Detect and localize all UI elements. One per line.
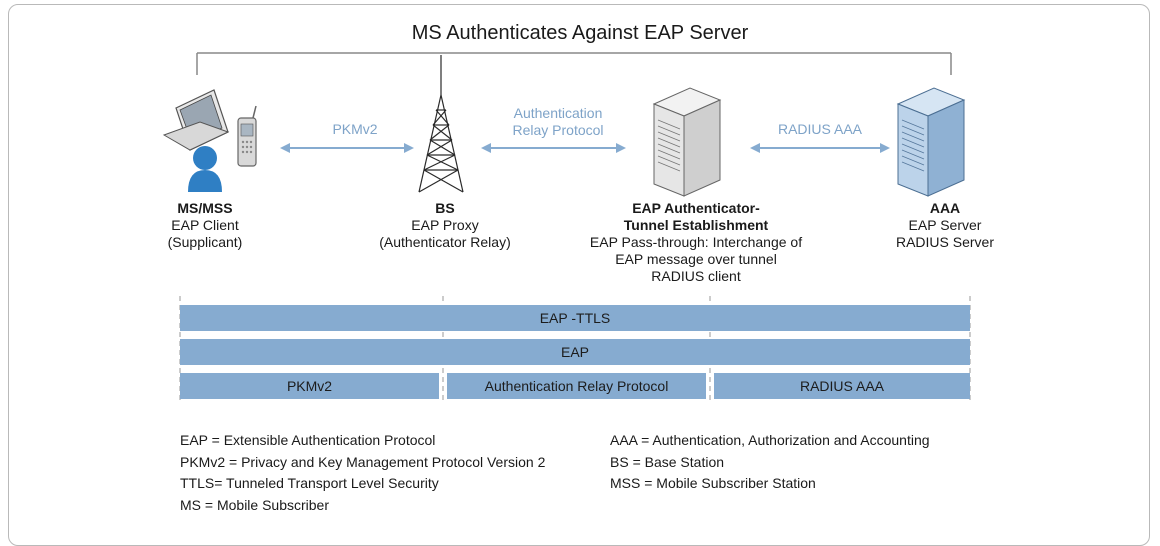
relay-link-label-1: Authentication xyxy=(513,105,603,121)
legend-right: AAA = Authentication, Authorization and … xyxy=(610,430,1050,495)
stack-bar-radius: RADIUS AAA xyxy=(714,373,970,399)
authenticator-server-icon xyxy=(652,87,722,197)
bs-node-label: BS EAP Proxy (Authenticator Relay) xyxy=(365,200,525,251)
stack-bar-pkm: PKMv2 xyxy=(180,373,439,399)
legend-entry: MSS = Mobile Subscriber Station xyxy=(610,475,816,491)
legend-left: EAP = Extensible Authentication Protocol… xyxy=(180,430,620,516)
stack-bar-relay: Authentication Relay Protocol xyxy=(447,373,706,399)
legend-entry: TTLS= Tunneled Transport Level Security xyxy=(180,475,439,491)
auth-node-title: EAP Authenticator- xyxy=(632,200,760,216)
auth-node-line: EAP Pass-through: Interchange of xyxy=(589,234,803,250)
diagram-graphics xyxy=(162,52,971,404)
aaa-node-line: EAP Server xyxy=(908,217,982,233)
title-bracket xyxy=(196,52,952,75)
legend-entry: PKMv2 = Privacy and Key Management Proto… xyxy=(180,453,546,470)
stack-bar-eap: EAP xyxy=(180,339,970,365)
legend-entry: MS = Mobile Subscriber xyxy=(180,496,330,513)
aaa-server-icon xyxy=(896,87,966,197)
radius-link-label: RADIUS AAA xyxy=(777,121,863,137)
ms-node-title: MS/MSS xyxy=(177,200,233,216)
stack-bar-ttls: EAP -TTLS xyxy=(180,305,970,331)
legend-entry: AAA = Authentication, Authorization and … xyxy=(610,432,930,448)
auth-node-title-2: Tunnel Establishment xyxy=(623,217,769,233)
auth-node-label: EAP Authenticator- Tunnel Establishment … xyxy=(566,200,826,285)
ms-node-line: (Supplicant) xyxy=(167,234,243,250)
relay-link-label-2: Relay Protocol xyxy=(512,122,604,138)
ms-node-label: MS/MSS EAP Client (Supplicant) xyxy=(140,200,270,251)
auth-node-line: RADIUS client xyxy=(651,268,741,284)
bs-node-line: EAP Proxy xyxy=(411,217,479,233)
ms-node-line: EAP Client xyxy=(171,217,239,233)
laptop-user-phone-icon xyxy=(162,89,257,192)
aaa-node-title: AAA xyxy=(929,200,961,216)
tower-icon xyxy=(418,55,464,193)
diagram-title: MS Authenticates Against EAP Server xyxy=(411,22,749,44)
legend-entry: EAP = Extensible Authentication Protocol xyxy=(180,432,436,448)
aaa-node-label: AAA EAP Server RADIUS Server xyxy=(870,200,1020,251)
pkm-link-label: PKMv2 xyxy=(332,121,378,137)
auth-node-line: EAP message over tunnel xyxy=(615,251,777,267)
legend-entry: BS = Base Station xyxy=(610,453,725,470)
bs-node-line: (Authenticator Relay) xyxy=(379,234,511,250)
bs-node-title: BS xyxy=(435,200,455,216)
aaa-node-line: RADIUS Server xyxy=(895,234,995,250)
diagram-frame xyxy=(8,4,1150,546)
